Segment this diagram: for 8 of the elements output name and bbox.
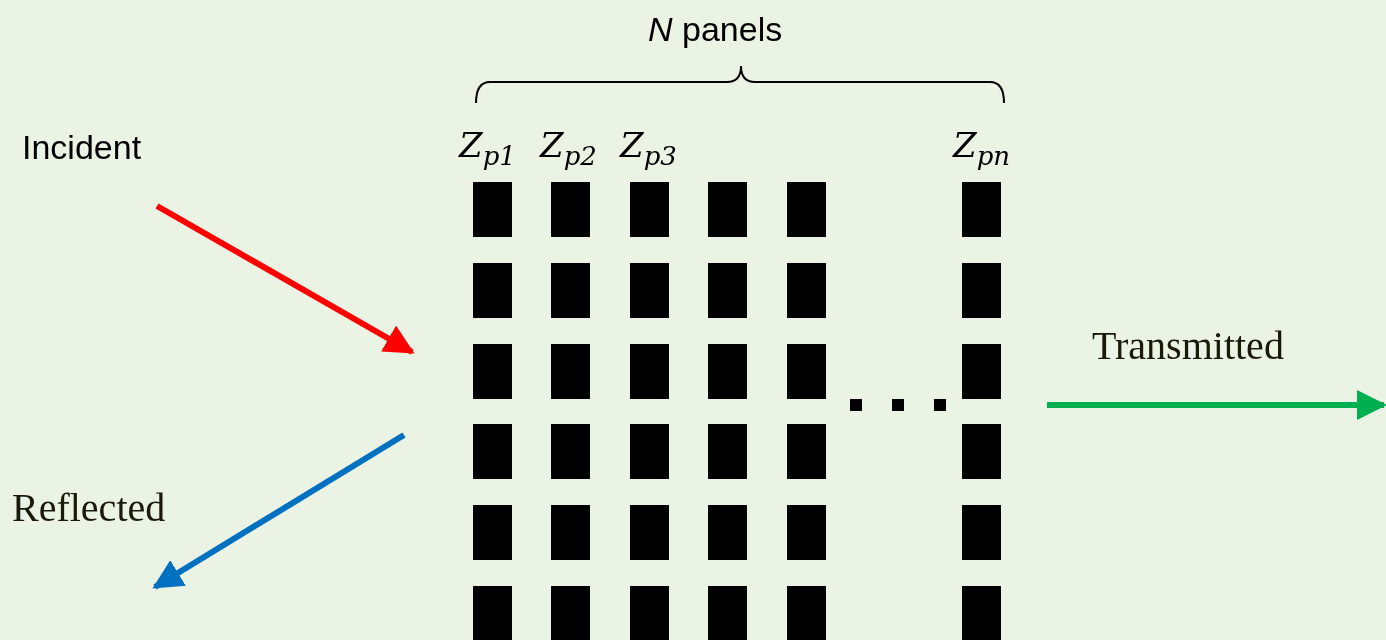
impedance-label: Z$_{p1}$ [459,128,516,169]
transmitted-label: Transmitted [1092,326,1284,366]
brace-label: N panels [648,12,783,46]
impedance-label: Z$_{pn}$ [953,128,1010,169]
impedance-label: Z$_{p3}$ [620,128,677,169]
reflected-label: Reflected [12,488,166,528]
incident-label: Incident [22,130,142,164]
impedance-label: Z$_{p2}$ [540,128,597,169]
